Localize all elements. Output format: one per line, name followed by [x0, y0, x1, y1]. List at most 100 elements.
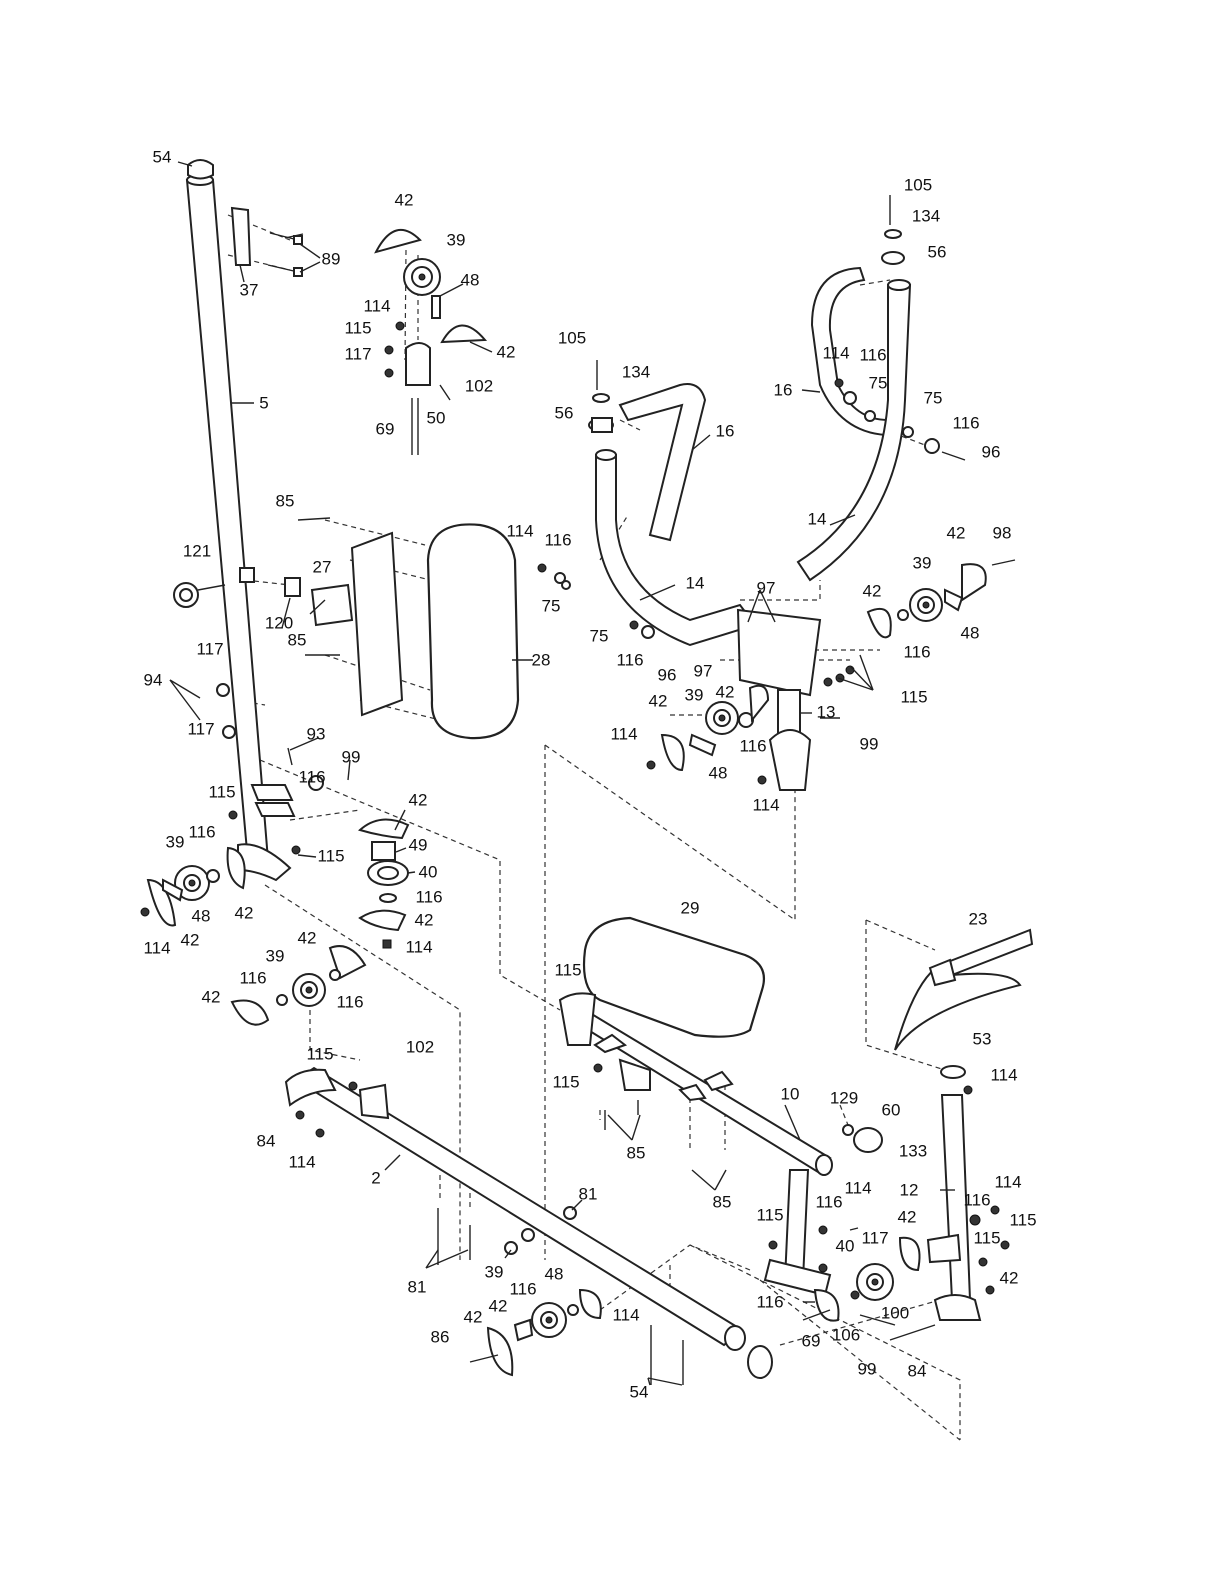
callout-39: 39: [266, 946, 285, 965]
bracket-37: [230, 206, 252, 266]
callout-60: 60: [882, 1100, 901, 1119]
callout-99: 84: [908, 1361, 927, 1380]
callout-93: 93: [307, 724, 326, 743]
handlebar-right: [796, 195, 966, 582]
callout-114: 114: [506, 521, 533, 540]
callout-98: 98: [993, 523, 1012, 542]
callout-115: 115: [900, 687, 927, 706]
callout-75: 75: [869, 373, 888, 392]
callout-29: 29: [681, 898, 700, 917]
callout-96: 96: [982, 442, 1001, 461]
callout-116: 48: [545, 1264, 564, 1283]
callout-117: 117: [187, 719, 214, 738]
callout-114: 114: [143, 938, 170, 957]
callout-14: 14: [808, 509, 827, 528]
callout-116: 116: [298, 767, 325, 786]
callout-117: 117: [344, 344, 371, 363]
leader-lines: [169, 161, 955, 1386]
alignment-lines: [227, 214, 961, 1441]
callout-42: 42: [649, 691, 668, 710]
callout-39: 116: [509, 1279, 536, 1298]
callout-42: 42: [716, 682, 735, 701]
callout-48: 42: [489, 1296, 508, 1315]
callout-99: 99: [860, 734, 879, 753]
callout-97: 97: [757, 578, 776, 597]
callout-117: 115: [973, 1228, 1000, 1247]
callout-48: 48: [192, 906, 211, 925]
callout-49: 49: [409, 835, 428, 854]
end-cap-54: [187, 159, 214, 180]
callout-94: 94: [144, 670, 163, 689]
seat-frame-assembly: [558, 916, 833, 1297]
callout-42: 42: [497, 342, 516, 361]
center-pulley-assembly: [660, 684, 770, 772]
callout-129: 129: [830, 1088, 858, 1107]
callout-42: 42: [464, 1307, 483, 1326]
callout-116: 116: [616, 650, 643, 669]
callout-114: 114: [844, 1178, 871, 1197]
callout-56: 56: [928, 242, 947, 261]
callout-114: 114: [288, 1152, 315, 1171]
right-pulley-assembly: [866, 559, 1016, 639]
callout-50: 50: [427, 408, 446, 427]
callout-40: 40: [419, 862, 438, 881]
callout-75: 75: [590, 626, 609, 645]
callout-115: 115: [554, 960, 581, 979]
callout-116: 116: [739, 736, 766, 755]
callout-116: 100: [881, 1303, 909, 1322]
callout-81: 81: [579, 1184, 598, 1203]
pulley-40-assembly: [250, 775, 410, 949]
callout-42: 42: [409, 790, 428, 809]
callout-75: 75: [924, 388, 943, 407]
callout-133: 133: [899, 1141, 927, 1160]
callout-99: 99: [342, 747, 361, 766]
callout-48: 48: [709, 763, 728, 782]
callout-116: 116: [188, 822, 215, 841]
callout-39: 39: [913, 553, 932, 572]
callout-48: 48: [961, 623, 980, 642]
callout-105: 105: [558, 328, 586, 347]
callout-116: 116: [815, 1192, 842, 1211]
top-pulley-assembly: [374, 229, 488, 455]
callout-102: 102: [465, 376, 493, 395]
callout-114: 114: [752, 795, 779, 814]
callout-85: 85: [288, 630, 307, 649]
callout-115: 40: [836, 1236, 855, 1255]
callout-114: 114: [822, 343, 849, 362]
upright-12: [842, 1065, 982, 1321]
callout-42: 116: [756, 1292, 783, 1311]
bracket-50: [405, 342, 431, 386]
callout-100: 69: [802, 1331, 821, 1350]
callout-40: 117: [861, 1228, 888, 1247]
callout-42: 42: [863, 581, 882, 600]
callout-97: 97: [694, 661, 713, 680]
seat-29: [582, 916, 766, 1038]
callout-42: 42: [415, 910, 434, 929]
callout-42: 42: [898, 1207, 917, 1226]
callout-53: 53: [973, 1029, 992, 1048]
callout-115: 115: [306, 1044, 333, 1063]
callout-37: 37: [240, 280, 259, 299]
callout-42: 42: [235, 903, 254, 922]
callout-56: 56: [555, 403, 574, 422]
seat-back-pad-28: [426, 523, 520, 740]
part-120: [284, 577, 301, 597]
pulley-40-right: [802, 1236, 936, 1341]
callout-114: 42: [1000, 1268, 1019, 1287]
callout-2: 2: [371, 1168, 380, 1187]
callout-114: 114: [405, 937, 432, 956]
callout-16: 16: [716, 421, 735, 440]
callout-115: 115: [344, 318, 371, 337]
callout-48: 48: [461, 270, 480, 289]
callout-116: 116: [415, 887, 442, 906]
upright-tube-5: [185, 159, 292, 882]
callout-39: 39: [685, 685, 704, 704]
hardware-fasteners: [140, 378, 1010, 1300]
callout-12: 12: [900, 1180, 919, 1199]
callout-13: 13: [817, 702, 836, 721]
callout-labels: 54 89 37 5 42 39 48 42 114 115 117 102 5…: [143, 147, 1036, 1401]
callout-115: 115: [552, 1072, 579, 1091]
callout-54: 54: [153, 147, 172, 166]
callout-89: 89: [322, 249, 341, 268]
